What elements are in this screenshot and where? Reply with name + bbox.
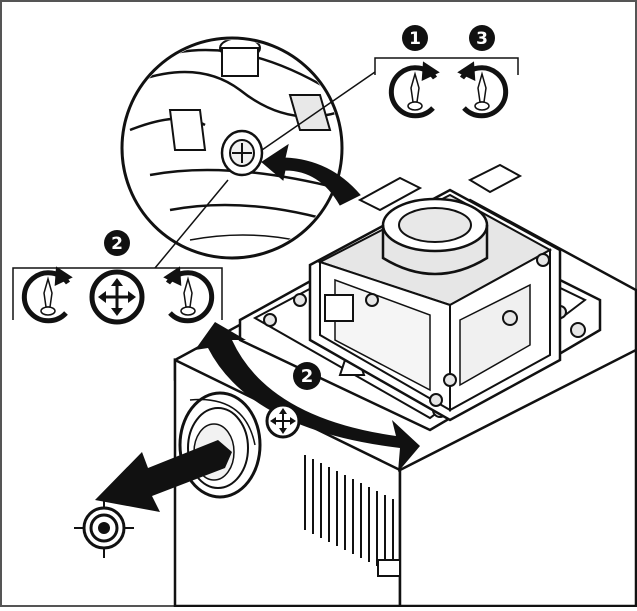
rotation-arrow: 2 bbox=[195, 322, 420, 472]
zoom-detail bbox=[120, 36, 376, 269]
step-3-badge bbox=[469, 25, 495, 51]
projector-vents bbox=[304, 455, 394, 574]
rotate-cw-screwdriver-icon bbox=[457, 61, 509, 119]
move-arrows-icon bbox=[89, 269, 145, 325]
step-1-badge bbox=[402, 25, 428, 51]
move-arrows-icon bbox=[265, 403, 301, 439]
mount-screws bbox=[365, 253, 550, 407]
step-2-number: 2 bbox=[111, 234, 123, 254]
step-2-badge bbox=[104, 230, 130, 256]
step-2-projector-number: 2 bbox=[301, 366, 314, 387]
zoom-curved-arrow bbox=[261, 143, 361, 206]
projector-port bbox=[377, 559, 401, 577]
step-1-number: 1 bbox=[409, 29, 421, 49]
ceiling-mount bbox=[238, 163, 602, 432]
step-3-number: 3 bbox=[476, 29, 488, 49]
rotate-ccw-screwdriver-icon bbox=[388, 61, 440, 119]
crosshair-target-icon bbox=[74, 498, 134, 558]
step-1-3-panel: 1 3 bbox=[374, 25, 519, 119]
step-2-panel: 2 bbox=[12, 230, 223, 325]
step-2-projector-badge bbox=[293, 362, 321, 390]
rotate-ccw-screwdriver-icon bbox=[21, 266, 73, 324]
rotate-cw-screwdriver-icon bbox=[163, 266, 215, 324]
projection-direction-arrow bbox=[95, 440, 232, 512]
